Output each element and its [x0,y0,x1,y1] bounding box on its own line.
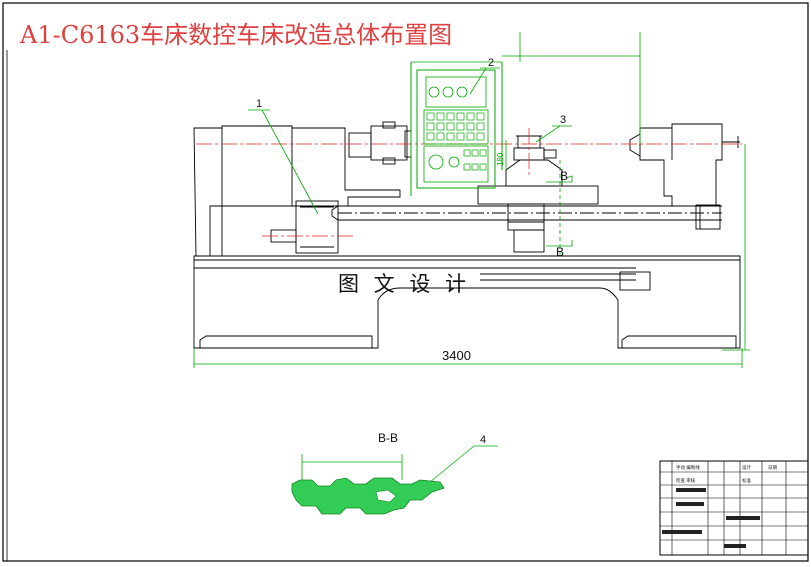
panel-key [446,112,455,121]
control-panel-keys [426,86,487,171]
dimension-lines [193,32,750,368]
section-view-title: B-B [378,431,398,445]
panel-key [466,122,475,131]
watermark-text: 图 文 设 计 [338,272,470,296]
title-block-filled-cell [676,488,706,492]
bed-right-foot [621,335,737,348]
panel-feed-knob [448,156,460,168]
panel-key [446,132,455,141]
overall-length-dimension: 3400 [442,348,471,363]
control-panel-lower [423,145,489,183]
drawing-title: A1-C6163车床数控车床改造总体布置图 [19,21,452,49]
callout-1: 1 [256,98,262,110]
title-block-cell-1: 手动 编制线 [676,464,700,471]
title-block-filled-cell [726,516,760,520]
title-block-cell-4: 检查 审核 [676,477,696,484]
callout-3: 3 [560,114,566,126]
callout-leaders [248,67,572,483]
panel-key [466,112,475,121]
carriage-saddle [477,185,599,205]
title-block-grid [660,461,808,555]
headstock [193,125,401,257]
panel-lower-key [463,149,471,157]
control-panel-keypad [423,109,489,145]
chuck [370,125,408,161]
section-mark-top: B [560,169,568,183]
leader-3 [535,125,561,143]
title-block-filled-cell [676,502,704,506]
spindle-nose [348,132,372,158]
tailstock [639,123,723,207]
panel-lower-key [471,163,479,171]
panel-gauge-2 [442,86,454,98]
control-panel-frame [416,69,496,189]
section-marker-bottom [546,240,573,247]
bed-chip-pan [619,271,651,291]
lathe-bed [193,255,741,349]
panel-key [476,112,485,121]
title-block-frame [659,460,809,556]
section-hole [375,489,397,503]
centerlines [196,128,742,237]
title-block-filled-cell [724,544,746,548]
panel-key [446,122,455,131]
panel-key [436,112,445,121]
bed-left-foot [199,335,373,348]
callout-4: 4 [480,434,486,446]
title-block-cell-5: 标准 [742,477,751,484]
panel-key [436,132,445,141]
control-panel-display [425,76,487,108]
panel-key [426,112,435,121]
chuck-jaw-top [382,121,396,129]
title-block-cell-2: 设计 [742,464,751,471]
chuck-jaw-bottom [382,157,396,165]
panel-key [466,132,475,141]
panel-key [436,122,445,131]
panel-lower-key [479,149,487,157]
cnc-control-panel [410,61,503,196]
title-block-cell-3: 日期 [768,465,777,471]
leader-4 [429,445,475,483]
leader-1 [261,109,319,215]
panel-lower-key [479,163,487,171]
section-mark-bottom: B [556,245,564,259]
panel-lower-key [471,149,479,157]
panel-key [456,122,465,131]
panel-lower-key [463,163,471,171]
section-view: B-B [291,431,445,515]
tool-post-motor [543,149,557,159]
feed-rod-end [331,205,339,221]
panel-key [476,132,485,141]
leader-2 [469,67,487,95]
right-bearing-bracket [695,204,721,230]
tool-height-dimension: 180 [496,152,505,166]
title-block: 手动 编制线 设计 日期 检查 审核 标准 [659,460,809,556]
panel-key [426,122,435,131]
bed-cross-section [291,477,445,515]
title-block-filled-cell [662,530,702,534]
callout-2: 2 [488,57,494,69]
panel-spindle-knob [428,154,444,170]
lathe-main-view [193,121,741,349]
panel-key [456,112,465,121]
tailstock-quill [629,133,641,157]
section-marker-top [546,175,573,183]
panel-gauge-3 [456,86,468,98]
panel-key [476,122,485,131]
apron [507,203,545,231]
panel-gauge-1 [428,86,440,98]
x-axis-stepper-motor [513,229,545,253]
z-axis-stepper-motor [295,200,339,254]
panel-key [456,132,465,141]
panel-key [426,132,435,141]
